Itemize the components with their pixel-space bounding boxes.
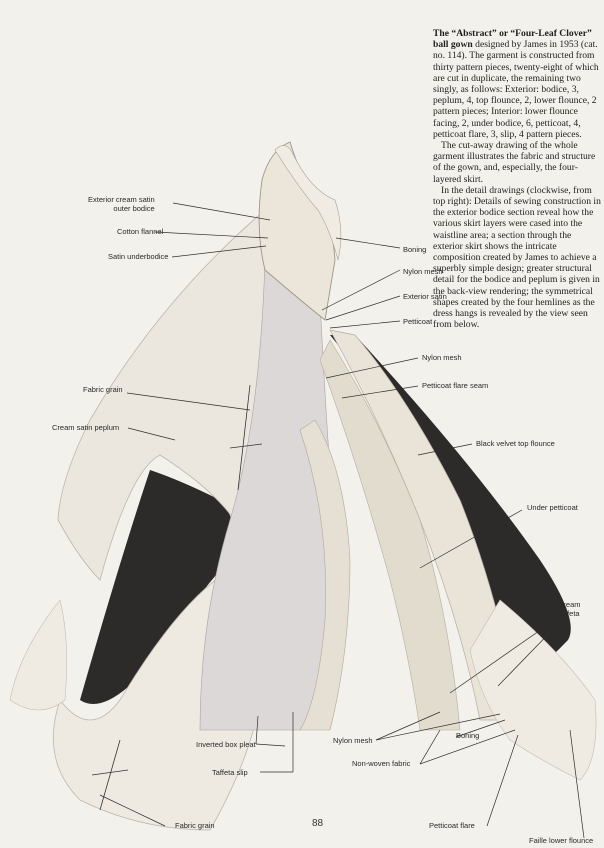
label-exterior-bodice-line2: outer bodice <box>113 203 155 213</box>
caption-paragraph-3: In the detail drawings (clockwise, from … <box>433 184 601 331</box>
label-nylon-mesh-mid: Nylon mesh <box>422 353 462 362</box>
label-satin-underbodice: Satin underbodice <box>108 252 169 261</box>
label-exterior-bodice-line1: Exterior cream satin <box>88 195 155 204</box>
faille-lower-flounce-right <box>469 599 597 781</box>
label-fabric-grain-top: Fabric grain <box>83 385 123 394</box>
petticoat-flare <box>299 419 351 731</box>
label-cotton-flannel: Cotton flannel <box>117 227 164 236</box>
label-under-petticoat: Under petticoat <box>527 503 578 512</box>
under-petticoat <box>319 339 461 731</box>
label-fabric-grain-bottom: Fabric grain <box>175 821 215 830</box>
black-velvet-flounce-left <box>80 470 234 704</box>
faille-lower-left-edge <box>9 599 67 711</box>
exterior-bodice <box>258 141 336 321</box>
label-non-woven-fabric: Non-woven fabric <box>352 759 411 768</box>
caption-paragraph-2: The cut-away drawing of the whole garmen… <box>433 140 596 185</box>
label-cream-taffeta-line1: Cream <box>558 600 581 609</box>
label-cream-taffeta-line2: taffeta <box>558 608 580 618</box>
bodice-collar <box>274 145 342 261</box>
label-petticoat: Petticoat <box>403 317 433 326</box>
label-nylon-mesh-top: Nylon mesh <box>403 267 443 276</box>
label-black-velvet: Black velvet top flounce <box>476 439 555 448</box>
label-nylon-mesh-bottom: Nylon mesh <box>333 736 373 745</box>
label-exterior-bodice: Exterior cream satin outer bodice <box>88 195 155 213</box>
label-petticoat-flare: Petticoat flare <box>429 821 475 830</box>
caption-paragraph-1: designed by James in 1953 (cat. no. 114)… <box>433 39 599 140</box>
label-faille-lower-flounce: Faille lower flounce <box>529 836 594 845</box>
label-taffeta-slip: Taffeta slip <box>212 768 248 777</box>
label-boning-top: Boning <box>403 245 427 254</box>
label-petticoat-flare-seam: Petticoat flare seam <box>422 381 489 390</box>
label-inverted-box-pleat: Inverted box pleat <box>196 740 256 749</box>
caption-title: The “Abstract” or “Four-Leaf Clover” <box>433 28 592 39</box>
label-cream-taffeta: Cream taffeta <box>558 600 581 618</box>
caption-block: The “Abstract” or “Four-Leaf Clover” bal… <box>433 28 601 330</box>
page-number: 88 <box>312 818 324 829</box>
fabric-grain-marks <box>91 384 263 811</box>
leader-lines <box>99 202 585 839</box>
label-boning-bottom: Boning <box>456 731 480 740</box>
caption-title-2: ball gown <box>433 39 473 51</box>
label-exterior-satin: Exterior satin <box>403 292 447 301</box>
label-cream-satin-peplum: Cream satin peplum <box>52 423 120 432</box>
